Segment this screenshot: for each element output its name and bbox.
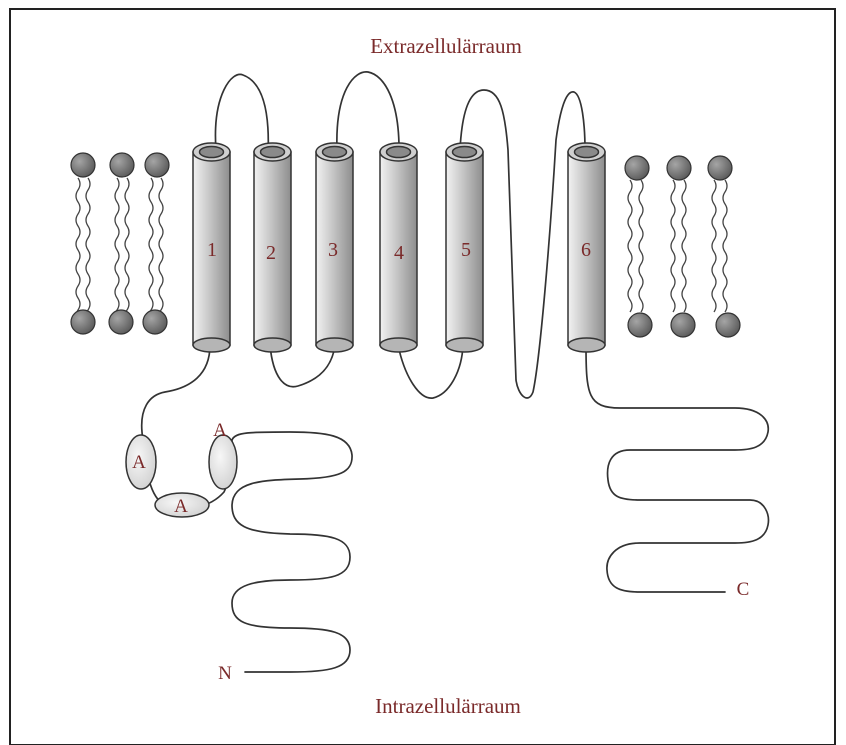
phospholipids-right [628, 180, 727, 312]
lipid-head [145, 153, 169, 177]
lipid-tail [671, 180, 675, 312]
extracellular-label: Extrazellulärraum [370, 34, 522, 58]
lipid-tail [628, 180, 632, 312]
lipid-head [109, 310, 133, 334]
phospholipids-left [76, 178, 163, 322]
frame-border [10, 9, 835, 745]
lipid-head [143, 310, 167, 334]
helix-label-1: 1 [207, 239, 217, 261]
motif-label-bottom: A [174, 496, 188, 517]
lipid-head [628, 313, 652, 337]
loop-e1 [215, 74, 268, 155]
c-tail [586, 345, 768, 592]
lipid-head [71, 153, 95, 177]
loop-i2 [398, 345, 463, 398]
lipid-tail [149, 178, 153, 322]
helix-label-5: 5 [461, 239, 471, 261]
helix-label-4: 4 [394, 242, 404, 264]
lipid-head [716, 313, 740, 337]
lipid-tail [76, 178, 80, 322]
lipid-head [71, 310, 95, 334]
helix-label-2: 2 [266, 242, 276, 264]
helix-label-6: 6 [581, 239, 591, 261]
lipid-head [110, 153, 134, 177]
lipid-tail [125, 178, 129, 322]
motif-label-top: A [213, 420, 227, 441]
helix-label-3: 3 [328, 239, 338, 261]
lipid-head [625, 156, 649, 180]
n-terminus-label: N [218, 663, 232, 684]
lipid-tail [115, 178, 119, 322]
lipid-tail [86, 178, 90, 322]
lipid-tail [712, 180, 716, 312]
lipid-head [671, 313, 695, 337]
intracellular-label: Intrazellulärraum [375, 694, 521, 718]
lipid-tail [639, 180, 643, 312]
lipid-head [708, 156, 732, 180]
motif-oval-right [209, 435, 237, 489]
lipid-tail [682, 180, 686, 312]
loop-e2 [337, 72, 399, 155]
c-terminus-label: C [737, 579, 750, 600]
motif-label-left: A [132, 452, 146, 473]
lipid-tail [159, 178, 163, 322]
lipid-tail [723, 180, 727, 312]
lipid-head [667, 156, 691, 180]
